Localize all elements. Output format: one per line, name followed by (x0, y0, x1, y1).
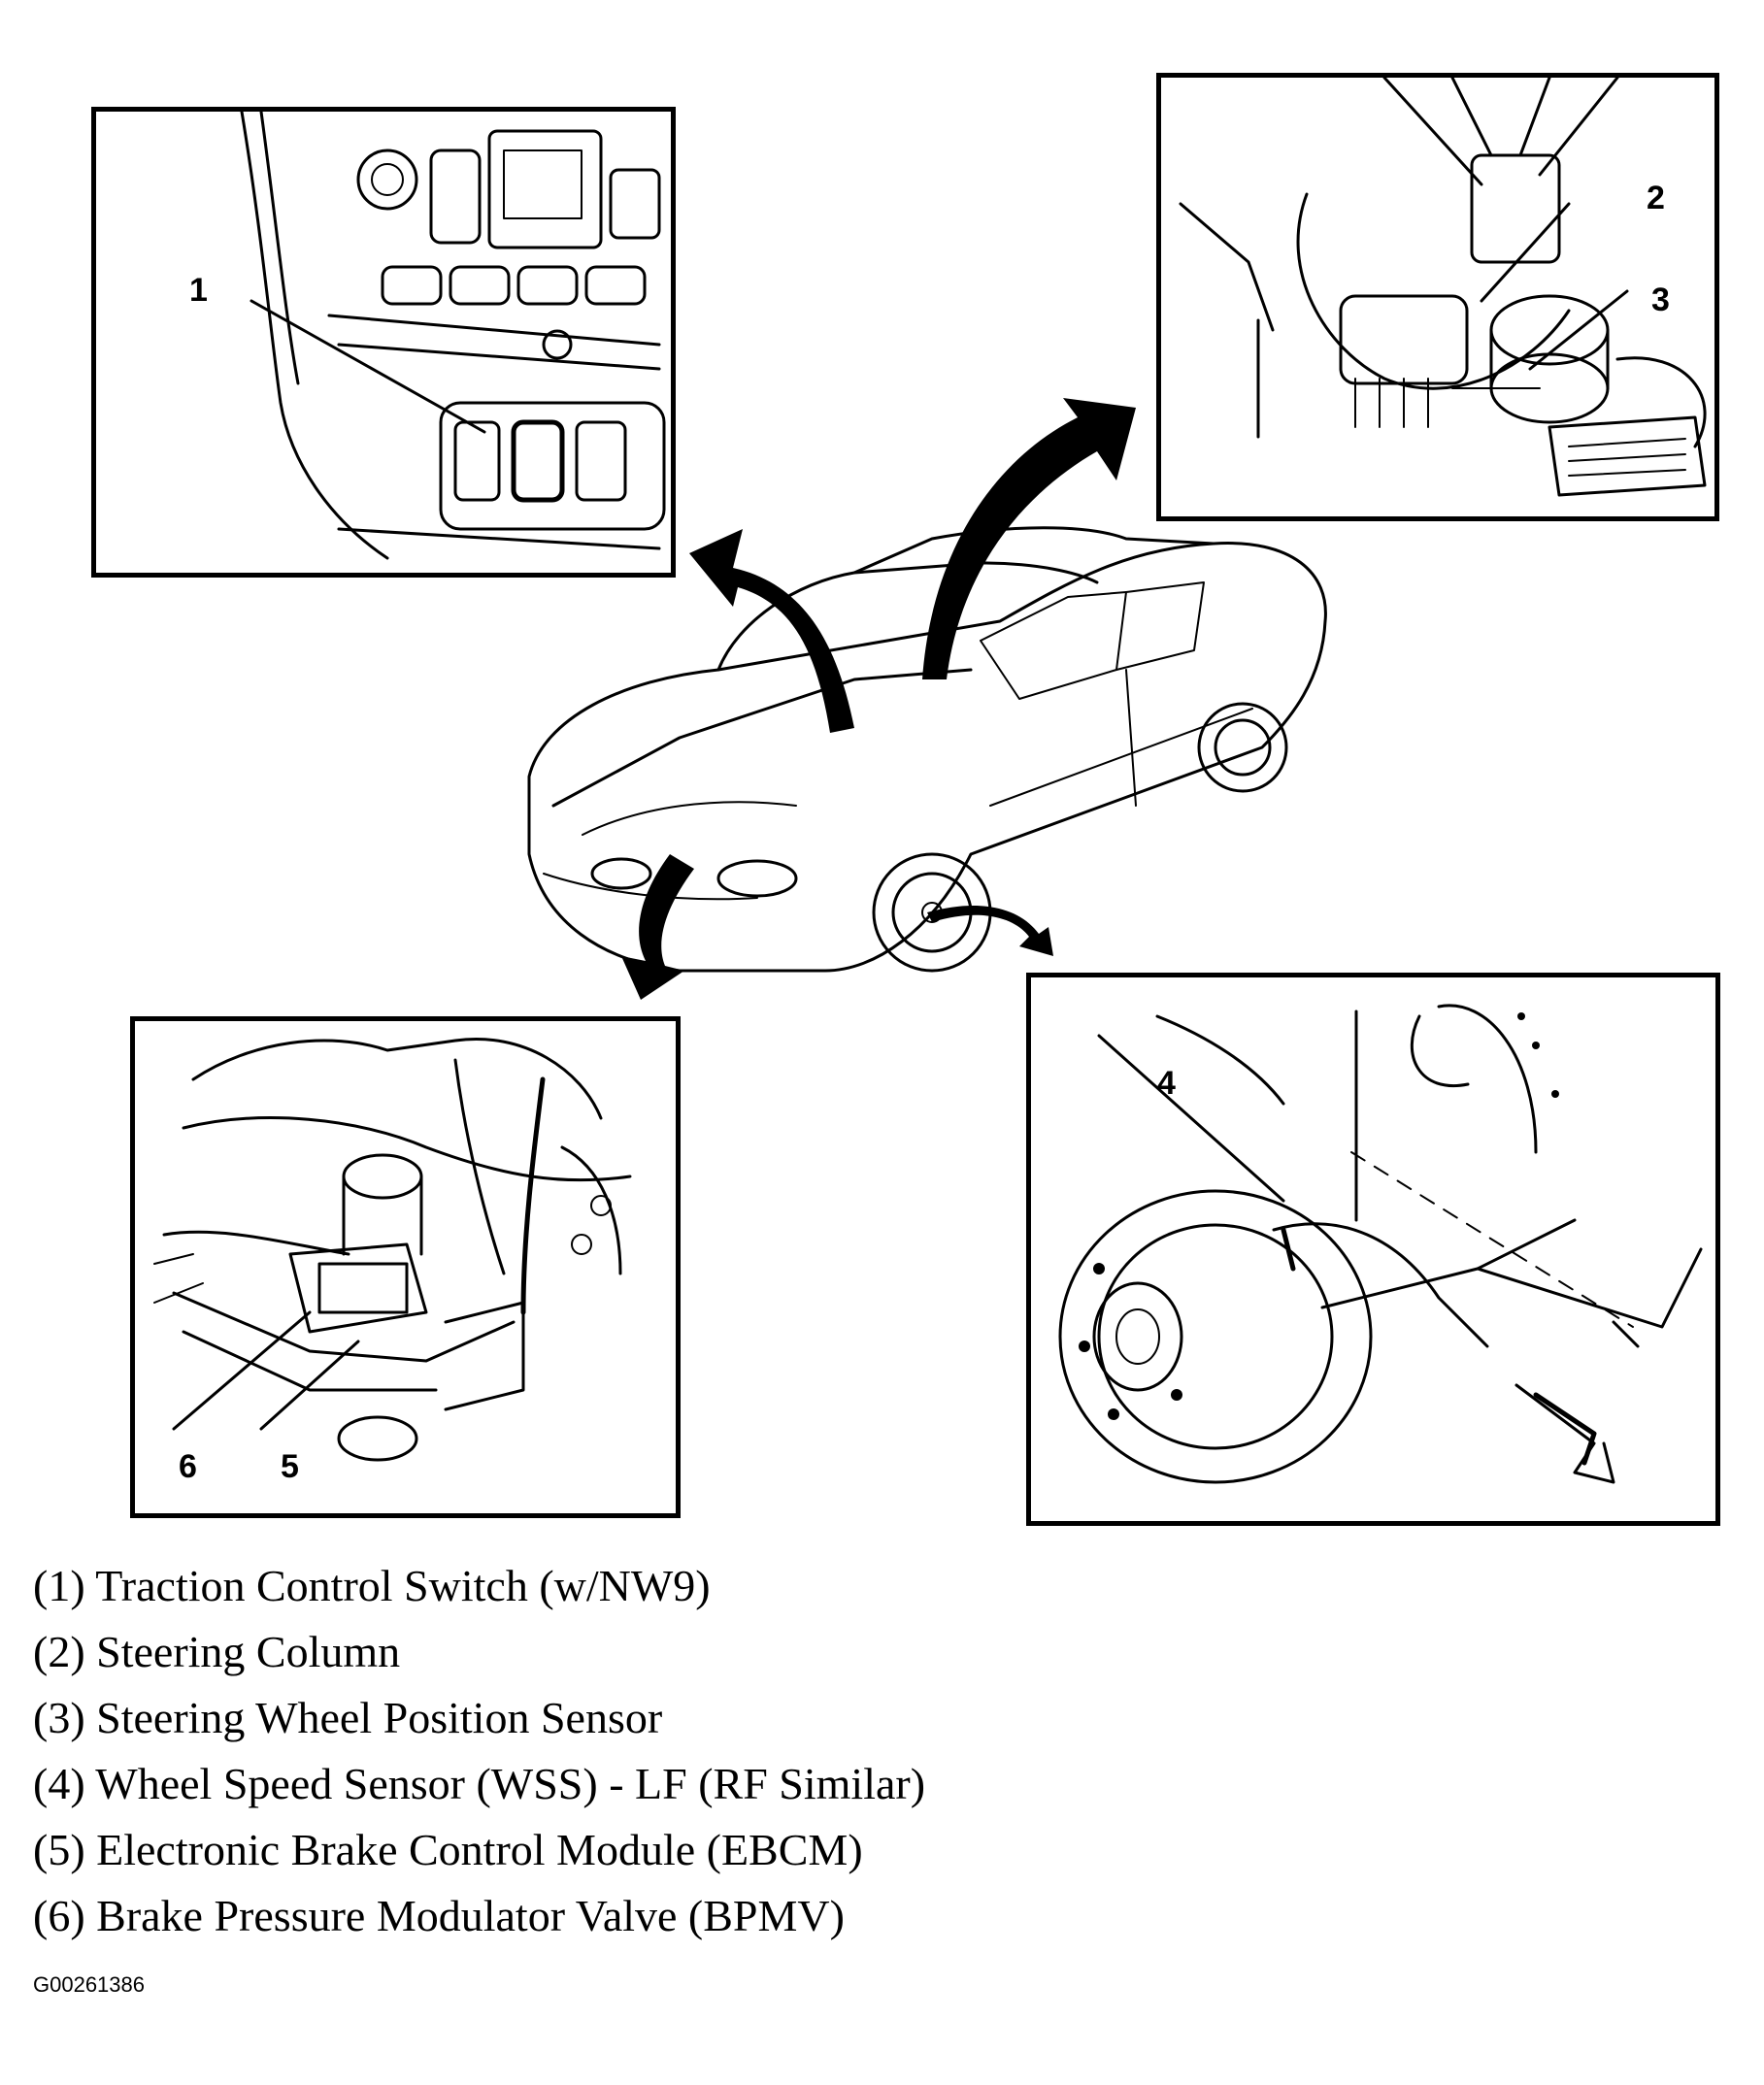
callout-5: 5 (281, 1448, 299, 1485)
detail-panel-steering-column: 2 3 (1156, 73, 1719, 521)
legend-item: (6) Brake Pressure Modulator Valve (BPMV… (33, 1891, 845, 1940)
wheel-hub-illustration (1058, 1004, 1703, 1484)
arrow-to-engine-icon (621, 854, 694, 1000)
legend-item: (3) Steering Wheel Position Sensor (33, 1693, 663, 1742)
component-legend: (1) Traction Control Switch (w/NW9) (2) … (33, 1553, 925, 1949)
arrow-to-steering-icon (922, 398, 1136, 679)
legend-item: (2) Steering Column (33, 1627, 401, 1676)
legend-item: (5) Electronic Brake Control Module (EBC… (33, 1825, 863, 1874)
steering-column-illustration (1179, 78, 1707, 497)
detail-panel-wheel-speed-sensor: 4 (1026, 973, 1720, 1526)
callout-1: 1 (189, 272, 208, 309)
arrow-to-wheel-icon (927, 906, 1053, 956)
callout-3: 3 (1651, 281, 1670, 318)
dashboard-switch-illustration (240, 112, 666, 560)
legend-item: (4) Wheel Speed Sensor (WSS) - LF (RF Si… (33, 1759, 926, 1808)
callout-4: 4 (1157, 1065, 1176, 1102)
engine-bay-illustration (153, 1038, 632, 1462)
callout-2: 2 (1647, 180, 1665, 216)
legend-item: (1) Traction Control Switch (w/NW9) (33, 1561, 711, 1610)
detail-panel-ebcm-bpmv: 6 5 (130, 1016, 681, 1518)
arrow-to-dash-icon (689, 529, 854, 733)
detail-panel-traction-control-switch: 1 (91, 107, 676, 578)
figure-id: G00261386 (33, 1972, 145, 1997)
callout-6: 6 (179, 1448, 197, 1485)
